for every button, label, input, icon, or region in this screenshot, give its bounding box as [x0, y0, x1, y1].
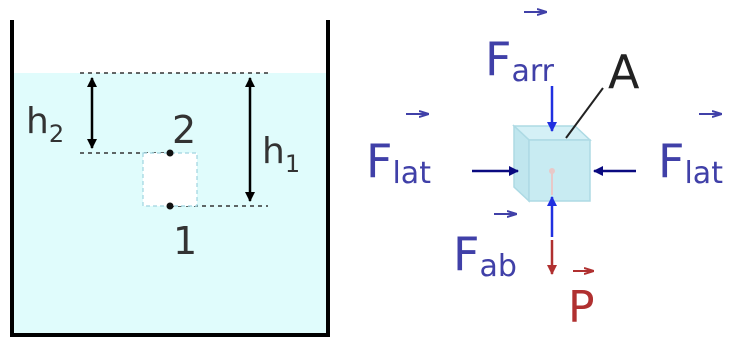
force-diagram: A Farr Flat Flat Fab: [366, 12, 723, 333]
container-walls: [10, 20, 330, 337]
point-1-dot: [166, 202, 174, 210]
svg-text:Flat: Flat: [658, 134, 723, 191]
corner-a-label: A: [608, 45, 640, 99]
force-left-label: Flat: [366, 114, 431, 191]
cube-center-dot: [549, 168, 555, 174]
point-2-label: 2: [172, 108, 196, 152]
svg-text:Fab: Fab: [453, 227, 517, 284]
force-right-label: Flat: [658, 114, 723, 191]
force-top-label: Farr: [485, 12, 555, 89]
cube-front-face: [528, 139, 591, 202]
svg-text:P: P: [568, 282, 595, 333]
submerged-element: [142, 152, 198, 207]
corner-a-pointer: [565, 87, 604, 139]
h2-label: h2: [26, 101, 64, 148]
svg-text:Flat: Flat: [366, 134, 431, 191]
cube-side-face: [513, 124, 530, 203]
point-2-dot: [166, 149, 174, 157]
water-container: h2 h1 2 1: [10, 20, 330, 337]
weight-label: P: [568, 271, 595, 333]
svg-text:Farr: Farr: [485, 32, 555, 89]
h1-label: h1: [262, 131, 300, 178]
point-1-label: 1: [173, 219, 197, 263]
force-bottom-label: Fab: [453, 214, 517, 284]
